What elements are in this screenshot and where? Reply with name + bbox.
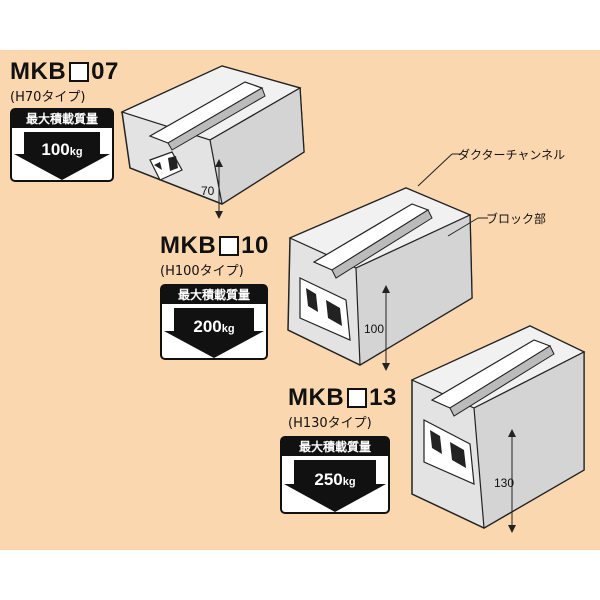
max-load-badge-250kg: 最大積載質量 250kg [280, 436, 390, 514]
max-load-badge-200kg: 最大積載質量 200kg [160, 284, 268, 360]
type-label-h70: (H70タイプ) [10, 90, 86, 105]
callout-block-part: ブロック部 [486, 212, 547, 226]
dimension-line-130 [508, 429, 516, 533]
dimension-label-130: 130 [494, 476, 515, 490]
model-placeholder-box [69, 62, 90, 82]
block-mkb13 [410, 325, 586, 529]
max-load-value: 100kg [41, 140, 83, 159]
model-placeholder-box [347, 388, 368, 408]
dimension-label-70: 70 [201, 184, 215, 198]
max-load-title: 最大積載質量 [10, 108, 114, 128]
callout-duct-channel: ダクターチャンネル [458, 148, 566, 162]
max-load-title: 最大積載質量 [160, 284, 268, 304]
max-load-value: 200kg [193, 317, 235, 336]
block-mkb07 [120, 65, 305, 205]
dimension-line-70 [215, 159, 223, 219]
type-label-h100: (H100タイプ) [160, 264, 244, 279]
dimension-line-100 [382, 285, 390, 371]
down-arrow-icon [284, 460, 386, 512]
down-arrow-icon [164, 308, 264, 358]
max-load-badge-100kg: 最大積載質量 100kg [10, 108, 114, 182]
max-load-value: 250kg [314, 470, 356, 489]
down-arrow-icon [14, 132, 110, 180]
max-load-title: 最大積載質量 [280, 436, 390, 456]
leader-lines [417, 153, 488, 237]
type-label-h130: (H130タイプ) [288, 416, 372, 431]
model-placeholder-box [219, 236, 240, 256]
dimension-label-100: 100 [364, 322, 385, 336]
block-mkb10 [287, 187, 473, 367]
